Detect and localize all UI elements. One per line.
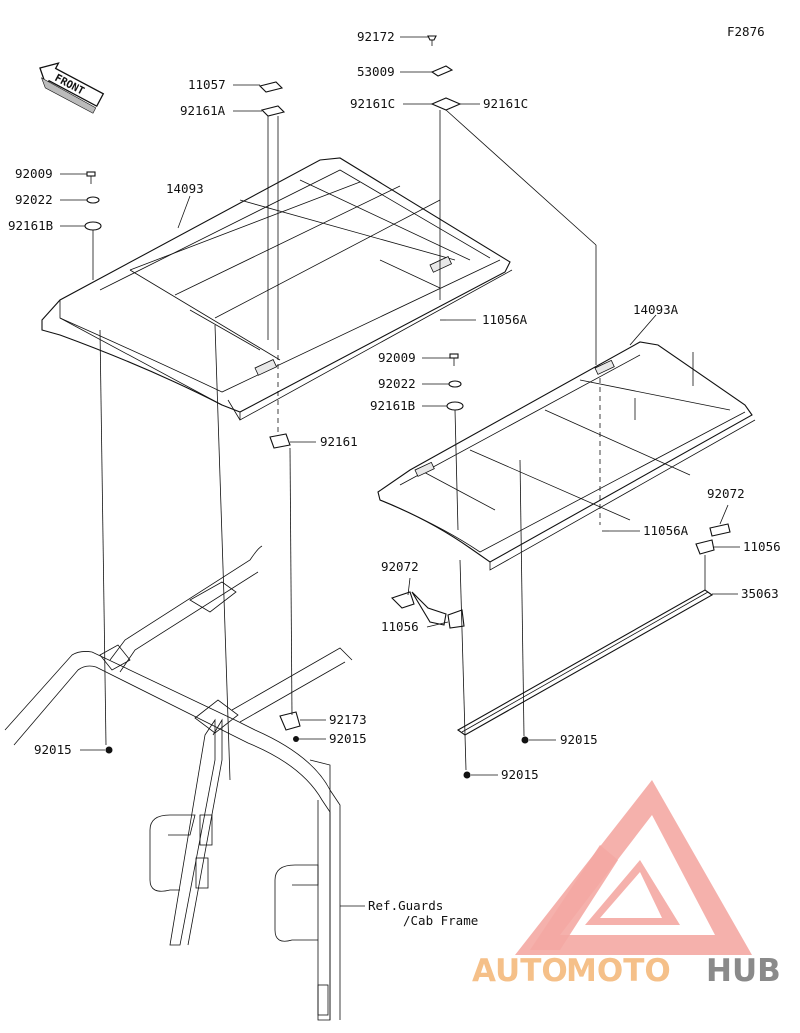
label-92161c-left: 92161C: [350, 96, 395, 111]
label-92015-b: 92015: [560, 732, 598, 747]
label-92173: 92173: [329, 712, 367, 727]
label-11057: 11057: [188, 77, 226, 92]
label-14093: 14093: [166, 181, 204, 196]
label-92161b-mid: 92161B: [370, 398, 415, 413]
label-11056-left: 11056: [381, 619, 419, 634]
label-92161a: 92161A: [180, 103, 226, 118]
wordmark-hub: HUB: [706, 953, 781, 989]
label-11056-right: 11056: [743, 539, 781, 554]
wordmark-moto: MOTO: [566, 953, 671, 989]
label-92022-mid: 92022: [378, 376, 416, 391]
automotohub-logo: [515, 780, 752, 955]
label-92172: 92172: [357, 29, 395, 44]
label-53009: 53009: [357, 64, 395, 79]
label-14093a: 14093A: [633, 302, 679, 317]
small-parts: [84, 35, 731, 779]
part-labels: 92172 53009 92161C 92161C 11057 92161A 9…: [8, 29, 781, 928]
label-35063: 35063: [741, 586, 779, 601]
cab-frame: [4, 545, 353, 1021]
ref-cab-frame-label: /Cab Frame: [403, 913, 478, 928]
figure-code: F2876: [727, 24, 765, 39]
label-92015-a: 92015: [329, 731, 367, 746]
label-92072-right: 92072: [707, 486, 745, 501]
label-92009-left: 92009: [15, 166, 53, 181]
ref-guards-label: Ref.Guards: [368, 898, 443, 913]
label-92161b-left: 92161B: [8, 218, 53, 233]
roof-14093: [41, 157, 513, 421]
label-92161c-right: 92161C: [483, 96, 528, 111]
strip-35063: [456, 589, 714, 736]
roof-14093A: [377, 341, 756, 571]
label-11056a-top: 11056A: [482, 312, 528, 327]
label-92015-left: 92015: [34, 742, 72, 757]
label-92072-left: 92072: [381, 559, 419, 574]
automotohub-wordmark: AUTO MOTO HUB: [472, 953, 781, 989]
label-92161: 92161: [320, 434, 358, 449]
label-92015-c: 92015: [501, 767, 539, 782]
leader-lines: [60, 36, 740, 907]
wordmark-auto: AUTO: [472, 953, 568, 989]
label-11056a-mid: 11056A: [643, 523, 689, 538]
label-92022-left: 92022: [15, 192, 53, 207]
front-arrow-icon: FRONT: [39, 62, 105, 114]
label-92009-mid: 92009: [378, 350, 416, 365]
